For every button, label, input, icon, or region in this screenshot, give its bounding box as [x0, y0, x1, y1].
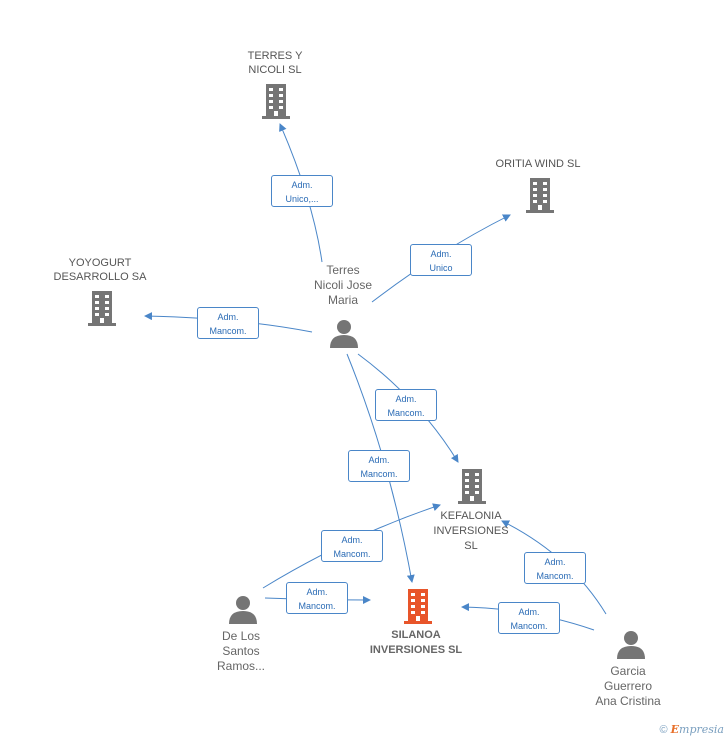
edge-label-line: Unico,...: [285, 194, 319, 204]
label-line: TERRES Y: [247, 50, 303, 62]
label-line: SILANOA: [391, 629, 441, 641]
person-terres-label[interactable]: Terres Nicoli Jose Maria: [314, 263, 372, 308]
company-terres-y-nicoli-label[interactable]: TERRES Y NICOLI SL: [248, 49, 303, 77]
person-icon[interactable]: [228, 594, 258, 624]
label-line: INVERSIONES: [433, 525, 509, 537]
company-kefalonia-label[interactable]: KEFALONIA INVERSIONES SL: [433, 509, 508, 554]
person-icon[interactable]: [616, 629, 646, 659]
edge-label-line: Mancom.: [387, 408, 425, 418]
copyright-symbol: ©: [659, 724, 668, 736]
building-icon[interactable]: [457, 469, 487, 504]
label-line: NICOLI SL: [248, 64, 302, 76]
label-line: KEFALONIA: [440, 510, 502, 522]
label-line: Ana Cristina: [595, 694, 661, 708]
label-line: Maria: [327, 293, 358, 307]
label-line: SL: [464, 540, 478, 552]
edge-label-line: Adm.: [341, 535, 363, 545]
building-icon[interactable]: [87, 291, 117, 326]
label-line: ORITIA WIND SL: [495, 158, 581, 170]
edge-label-line: Adm.: [544, 557, 566, 567]
company-yoyogurt-label[interactable]: YOYOGURT DESARROLLO SA: [54, 256, 147, 284]
edge-label-adm-mancom[interactable]: Adm. Mancom.: [321, 530, 383, 562]
edge-label-adm-unico[interactable]: Adm. Unico: [410, 244, 472, 276]
label-line: Garcia: [610, 664, 646, 678]
brand-initial: E: [670, 723, 680, 736]
person-icon[interactable]: [329, 318, 359, 348]
edge-label-line: Mancom.: [360, 469, 398, 479]
edge-label-line: Adm.: [291, 180, 313, 190]
label-line: YOYOGURT: [68, 257, 132, 269]
edge-label-adm-mancom[interactable]: Adm. Mancom.: [375, 389, 437, 421]
edge-label-adm-mancom[interactable]: Adm. Mancom.: [498, 602, 560, 634]
company-oritia-wind-label[interactable]: ORITIA WIND SL: [496, 157, 581, 171]
edge-label-line: Adm.: [518, 607, 540, 617]
person-de-los-santos-label[interactable]: De Los Santos Ramos...: [217, 629, 265, 674]
edge-label-line: Adm.: [395, 394, 417, 404]
edge-label-line: Mancom.: [510, 621, 548, 631]
building-icon[interactable]: [403, 589, 433, 624]
label-line: INVERSIONES SL: [369, 644, 463, 656]
edge-label-adm-unico[interactable]: Adm. Unico,...: [271, 175, 333, 207]
edge-label-adm-mancom[interactable]: Adm. Mancom.: [524, 552, 586, 584]
edge-label-line: Adm.: [217, 312, 239, 322]
company-silanoa-label[interactable]: SILANOA INVERSIONES SL: [370, 628, 462, 658]
label-line: DESARROLLO SA: [53, 271, 147, 283]
label-line: De Los: [221, 629, 261, 643]
empresia-watermark: © Empresia: [659, 723, 724, 736]
label-line: Santos: [222, 644, 260, 658]
edge-label-line: Mancom.: [536, 571, 574, 581]
label-line: Nicoli Jose: [313, 278, 373, 292]
edge-label-line: Adm.: [306, 587, 328, 597]
edge-label-adm-mancom[interactable]: Adm. Mancom.: [197, 307, 259, 339]
edge-label-line: Adm.: [368, 455, 390, 465]
label-line: Ramos...: [216, 659, 266, 673]
person-garcia-label[interactable]: Garcia Guerrero Ana Cristina: [595, 664, 660, 709]
label-line: Terres: [326, 263, 360, 277]
edge-label-adm-mancom[interactable]: Adm. Mancom.: [348, 450, 410, 482]
edge-label-line: Adm.: [430, 249, 452, 259]
brand-name-rest: mpresia: [679, 723, 724, 736]
edge-label-line: Mancom.: [209, 326, 247, 336]
building-icon[interactable]: [261, 84, 291, 119]
edge-label-line: Mancom.: [298, 601, 336, 611]
edge-label-line: Mancom.: [333, 549, 371, 559]
edge-label-adm-mancom[interactable]: Adm. Mancom.: [286, 582, 348, 614]
edge-label-line: Unico: [429, 263, 453, 273]
label-line: Guerrero: [603, 679, 653, 693]
building-icon[interactable]: [525, 178, 555, 213]
